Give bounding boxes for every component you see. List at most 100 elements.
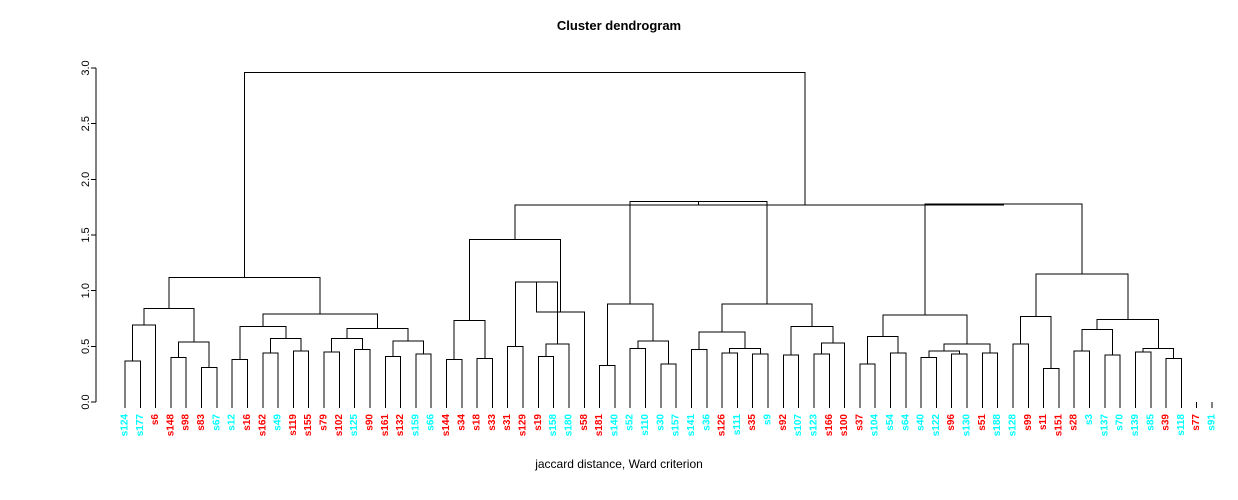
dendrogram-branch [507,345,524,402]
dendrogram-branch [752,353,769,402]
y-tick-label: 1.5 [80,227,92,242]
leaf-label: s19 [533,414,544,431]
dendrogram-branch [1012,343,1029,402]
leaf-label: s111 [732,414,743,436]
leaf-label: s181 [594,414,605,437]
dendrogram-branch [170,356,187,402]
dendrogram-branch [867,335,899,365]
leaf-label: s122 [931,414,942,437]
leaf-label: s37 [854,414,865,431]
leaf-label: s119 [288,414,299,436]
x-axis-ticks [124,402,1213,408]
leaf-label: s92 [778,414,789,431]
leaf-label: s51 [977,414,988,431]
dendrogram-branch [415,353,432,402]
leaf-label: s151 [1053,414,1064,437]
dendrogram-branch [606,203,1004,206]
dendrogram-branch [244,71,806,278]
leaf-label: s137 [1099,414,1110,437]
leaf-label: s123 [808,414,819,437]
leaf-label: s91 [1207,414,1218,431]
leaf-label: s110 [640,414,651,436]
leaf-label: s77 [1191,414,1202,431]
leaf-label: s125 [349,414,360,437]
dendrogram-branch [1096,319,1159,349]
leaf-label: s6 [150,414,161,426]
leaf-label: s52 [625,414,636,431]
leaf-label: s16 [242,414,253,431]
leaf-label: s158 [548,414,559,437]
leaf-label: s67 [211,414,222,431]
leaf-label: s140 [609,414,620,437]
leaf-label: s66 [426,414,437,431]
y-axis: 3.02.52.01.51.00.50.0 [80,60,97,410]
dendrogram-branch [1081,329,1113,356]
dendrogram-branch [1134,351,1152,402]
dendrogram-branch [599,364,616,402]
dendrogram-branch [882,314,968,345]
dendrogram-branch [606,303,654,366]
y-tick-label: 2.5 [80,116,92,131]
leaf-label: s132 [395,414,406,437]
dendrogram-branch [392,340,425,357]
leaf-label: s102 [334,414,345,437]
leaf-label: s31 [502,414,513,431]
leaf-label: s177 [135,414,146,437]
leaf-label: s139 [1130,414,1141,437]
dendrogram-branch [790,325,834,356]
leaf-label: s161 [380,414,391,437]
leaf-label: s141 [686,414,697,437]
leaf-label: s144 [441,414,452,437]
dendrogram-branch [453,320,486,360]
leaf-label: s129 [518,414,529,437]
dendrogram-branch [813,353,830,402]
dendrogram-branch [354,349,371,402]
dendrogram-branch [629,348,647,402]
y-tick-label: 1.0 [80,283,92,298]
dendrogram-branch [821,342,846,402]
dendrogram-branch [698,331,746,350]
leaf-label: s35 [747,414,758,431]
leaf-label: s188 [992,414,1003,437]
leaf-label: s157 [671,414,682,437]
leaf-label: s126 [717,414,728,437]
y-tick-label: 0.5 [80,339,92,354]
dendrogram-branch [782,354,800,402]
leaf-label: s70 [1115,414,1126,431]
dendrogram-branch [1165,358,1182,402]
leaf-label: s90 [364,414,375,431]
dendrogram-branch [721,303,813,332]
leaf-label: s148 [165,414,176,437]
x-axis-label: jaccard distance, Ward criterion [535,457,703,471]
leaf-label: s33 [487,414,498,431]
leaf-label: s34 [456,414,467,431]
dendrogram-branch [629,201,768,305]
dendrogram-branch [1104,354,1121,402]
y-tick-label: 0.0 [80,394,92,409]
leaf-label: s96 [946,414,957,431]
dendrogram-branch [721,352,738,402]
leaf-label: s30 [655,414,666,431]
dendrogram-branch [859,363,876,402]
dendrogram-branch [231,359,248,402]
leaf-label: s130 [962,414,973,437]
dendrogram-branch [981,352,999,402]
dendrogram-branch [924,203,1083,316]
dendrogram-branch [446,359,463,402]
dendrogram-branch [384,355,402,402]
leaf-label: s18 [472,414,483,431]
leaf-label: s49 [273,414,284,431]
leaf-label: s79 [319,414,330,431]
dendrogram-branch [1142,348,1175,359]
leaf-label: s159 [410,414,421,437]
leaf-label: s100 [839,414,850,437]
y-tick-label: 3.0 [80,60,92,75]
dendrogram-branch [201,366,218,402]
dendrogram-branch [537,355,555,402]
dendrogram-branch [1043,368,1060,402]
dendrogram-branch [637,340,669,365]
leaf-label: s12 [227,414,238,431]
leaf-label: s99 [1023,414,1034,431]
